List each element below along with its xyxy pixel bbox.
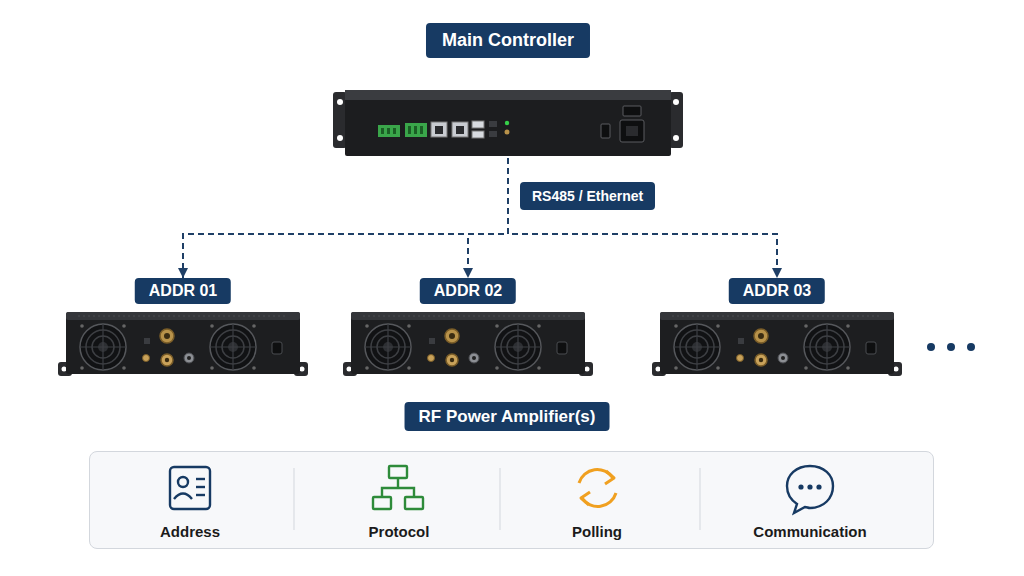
ellipsis-dots <box>927 343 975 351</box>
amplifier-device <box>652 312 902 376</box>
panel-dividers <box>294 468 700 530</box>
device-node: ADDR 01 <box>58 278 308 378</box>
dashed-connector <box>468 158 508 278</box>
heading-pill: ADDR 01 <box>135 278 231 304</box>
communication-icon <box>787 466 833 513</box>
feature-label: Polling <box>572 523 622 540</box>
controller-device <box>333 90 683 156</box>
feature-label: Protocol <box>369 523 430 540</box>
heading-pill: ADDR 03 <box>729 278 825 304</box>
dashed-connector <box>183 158 508 278</box>
address-icon <box>170 467 210 509</box>
protocol-icon <box>373 466 423 509</box>
group-label: RF Power Amplifier(s) <box>405 402 610 431</box>
feature-label: Address <box>160 523 220 540</box>
amplifier-device <box>58 312 308 376</box>
link-label: RS485 / Ethernet <box>520 182 655 210</box>
device-node: ADDR 02 <box>343 278 593 378</box>
feature-label: Communication <box>753 523 866 540</box>
polling-icon <box>579 470 616 507</box>
heading-pill: Main Controller <box>426 23 590 58</box>
device-node: ADDR 03 <box>652 278 902 378</box>
device-node: Main Controller <box>333 23 683 158</box>
heading-pill: ADDR 02 <box>420 278 516 304</box>
amplifier-device <box>343 312 593 376</box>
dashed-connector <box>508 158 777 278</box>
